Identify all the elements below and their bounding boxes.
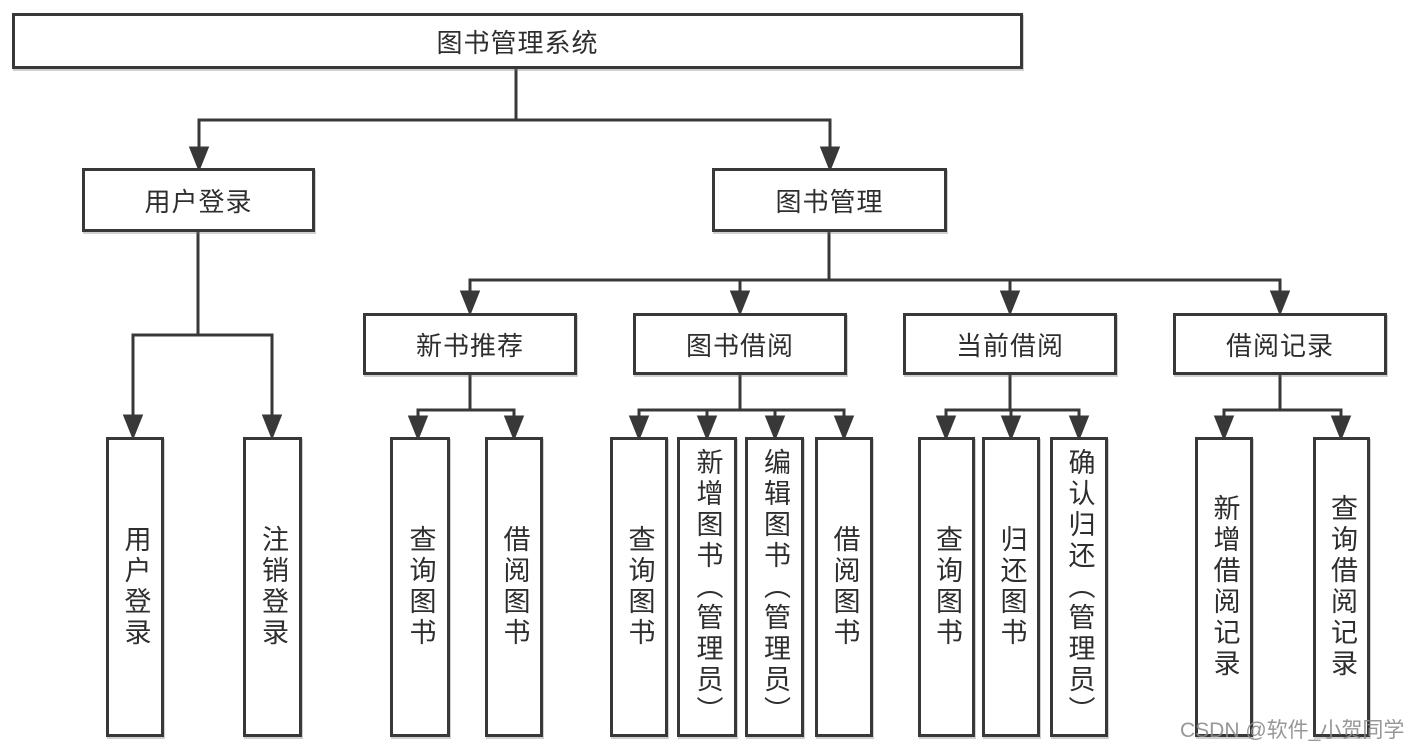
arrow-down-icon: [764, 415, 786, 442]
leaf-records-query-record: 查询借阅记录: [1313, 437, 1370, 737]
arrow-down-icon: [819, 146, 841, 173]
leaf-records-query-record-label: 查询借阅记录: [1327, 494, 1357, 680]
leaf-borrowing-edit-books-admin-label: 编辑图书（管理员）: [760, 447, 790, 727]
node-book-management-label: 图书管理: [775, 186, 884, 217]
arrow-down-icon: [935, 415, 957, 442]
leaf-borrowing-add-books-admin-label: 新增图书（管理员）: [692, 447, 723, 727]
leaf-user-login: 用户登录: [106, 437, 164, 737]
arrow-down-icon: [1068, 415, 1090, 442]
node-book-borrowing-label: 图书借阅: [685, 330, 794, 361]
node-current-borrowing: 当前借阅: [903, 313, 1117, 375]
leaf-borrowing-add-books-admin: 新增图书（管理员）: [677, 437, 737, 737]
arrow-down-icon: [1269, 290, 1291, 317]
node-current-borrowing-label: 当前借阅: [955, 330, 1064, 361]
leaf-current-return-books: 归还图书: [982, 437, 1040, 737]
node-book-borrowing: 图书借阅: [633, 313, 847, 375]
arrow-down-icon: [628, 415, 650, 442]
node-borrowing-records: 借阅记录: [1173, 313, 1387, 375]
arrow-down-icon: [729, 290, 751, 317]
leaf-borrowing-query-books-label: 查询图书: [624, 525, 655, 649]
arrow-down-icon: [833, 415, 855, 442]
arrow-down-icon: [1000, 415, 1022, 442]
leaf-records-add-record-label: 新增借阅记录: [1209, 494, 1240, 680]
arrow-down-icon: [459, 290, 481, 317]
leaf-current-query-books: 查询图书: [918, 437, 975, 737]
node-root-label: 图书管理系统: [436, 27, 599, 58]
leaf-borrowing-query-books: 查询图书: [610, 437, 668, 737]
leaf-current-confirm-return-admin: 确认归还（管理员）: [1050, 437, 1108, 737]
node-book-management: 图书管理: [712, 168, 947, 232]
leaf-user-login-label: 用户登录: [120, 525, 151, 649]
leaf-borrowing-edit-books-admin: 编辑图书（管理员）: [745, 437, 804, 737]
leaf-logout: 注销登录: [243, 437, 302, 737]
node-new-book-recommend-label: 新书推荐: [415, 330, 524, 361]
arrow-down-icon: [261, 414, 283, 441]
leaf-recommend-query-books: 查询图书: [390, 437, 450, 737]
tree-connectors: [122, 68, 1352, 442]
csdn-watermark: CSDN @软件_小贺同学: [1180, 719, 1405, 742]
leaf-recommend-borrow-books-label: 借阅图书: [499, 525, 530, 649]
arrow-down-icon: [1330, 415, 1352, 442]
arrow-down-icon: [999, 290, 1021, 317]
leaf-logout-label: 注销登录: [258, 525, 288, 649]
arrow-down-icon: [503, 415, 525, 442]
node-user-login-label: 用户登录: [144, 186, 253, 217]
arrow-down-icon: [696, 415, 718, 442]
leaf-recommend-query-books-label: 查询图书: [405, 525, 436, 649]
leaf-records-add-record: 新增借阅记录: [1195, 437, 1253, 737]
arrow-down-icon: [407, 415, 429, 442]
leaf-current-query-books-label: 查询图书: [932, 525, 962, 649]
arrow-down-icon: [122, 414, 144, 441]
node-user-login: 用户登录: [82, 168, 315, 232]
node-new-book-recommend: 新书推荐: [363, 313, 577, 375]
leaf-current-return-books-label: 归还图书: [996, 525, 1027, 649]
leaf-recommend-borrow-books: 借阅图书: [485, 437, 543, 737]
arrow-down-icon: [188, 146, 210, 173]
leaf-current-confirm-return-admin-label: 确认归还（管理员）: [1064, 447, 1095, 727]
node-borrowing-records-label: 借阅记录: [1225, 330, 1334, 361]
leaf-borrowing-borrow-books-label: 借阅图书: [829, 525, 860, 649]
arrow-down-icon: [1213, 415, 1235, 442]
leaf-borrowing-borrow-books: 借阅图书: [815, 437, 873, 737]
node-root-system: 图书管理系统: [12, 13, 1023, 69]
